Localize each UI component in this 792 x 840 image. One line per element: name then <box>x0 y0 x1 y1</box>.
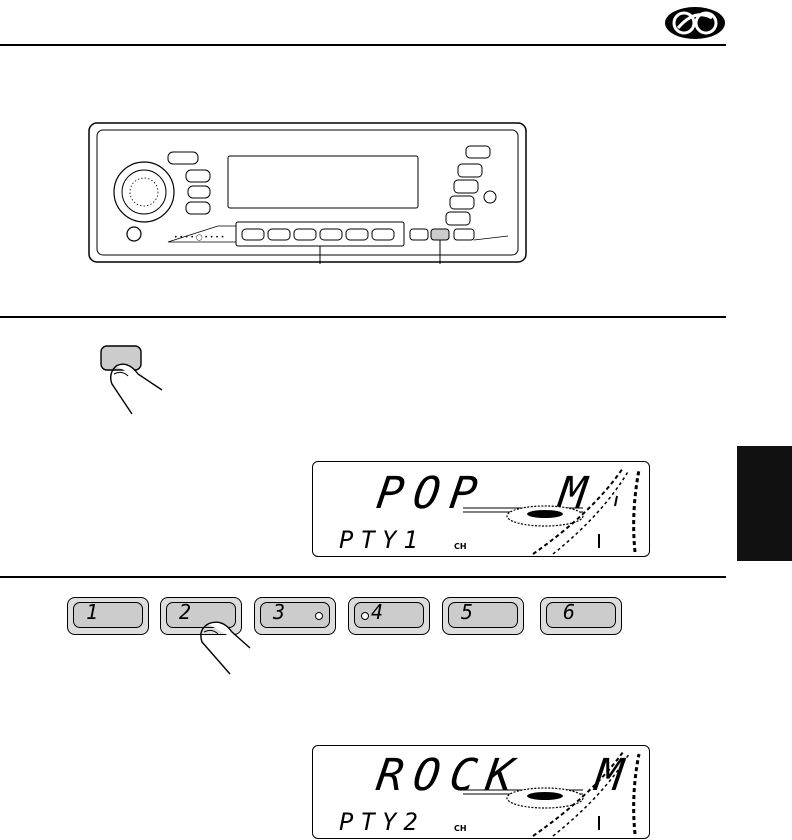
finger-press-preset-illustration <box>200 621 251 675</box>
road-graphic-icon <box>463 751 641 837</box>
preset-button-6[interactable]: 6 <box>540 597 622 635</box>
road-graphic-icon <box>463 467 641 555</box>
indicator-dot-icon <box>315 612 323 620</box>
car-stereo-illustration: • • • • ◯ • • • • <box>88 122 527 264</box>
preset-label-5: 5 <box>461 600 474 624</box>
display-sub-text: PTY2 <box>339 808 425 836</box>
preset-label-6: 6 <box>563 600 576 624</box>
section-divider-2 <box>0 576 726 578</box>
preset-button-5[interactable]: 5 <box>442 597 524 635</box>
lcd-display-pop: POP M PTY1 CH <box>312 461 650 557</box>
preset-label-4: 4 <box>371 600 384 624</box>
preset-button-4[interactable]: 4 <box>348 597 430 635</box>
display-ch-label: CH <box>454 824 467 833</box>
svg-text:• • • • ◯ • • • •: • • • • ◯ • • • • <box>174 234 224 241</box>
finger-press-button-illustration <box>100 345 163 415</box>
preset-label-3: 3 <box>273 600 286 624</box>
display-ch-label: CH <box>454 542 467 551</box>
preset-button-3[interactable]: 3 <box>254 597 336 635</box>
lcd-display-rock: ROCK M PTY2 CH <box>312 745 650 839</box>
preset-button-1[interactable]: 1 <box>67 597 149 635</box>
language-tab <box>737 446 792 561</box>
preset-button-2[interactable]: 2 <box>160 597 242 635</box>
preset-label-1: 1 <box>86 600 99 624</box>
top-divider <box>0 44 726 46</box>
preset-label-2: 2 <box>179 600 192 624</box>
rds-logo-icon <box>665 7 725 39</box>
indicator-dot-icon <box>361 612 369 620</box>
section-divider-1 <box>0 316 726 318</box>
display-sub-text: PTY1 <box>339 526 425 554</box>
